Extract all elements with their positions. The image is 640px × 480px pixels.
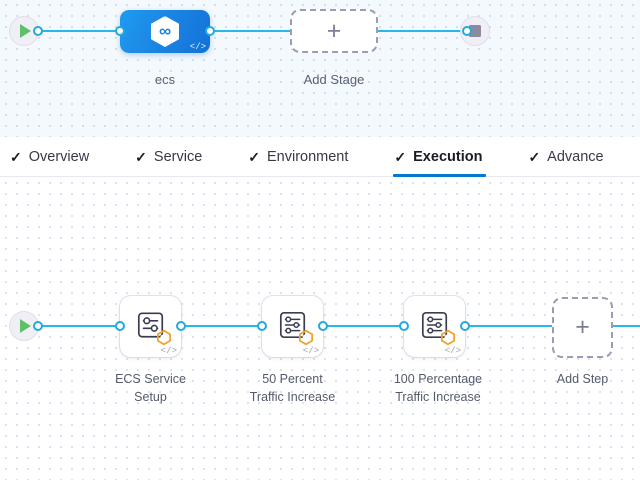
step-node-100-percentage-traffic-increase[interactable]: </>	[404, 296, 465, 357]
stage-end-input-port[interactable]	[462, 26, 472, 36]
stop-icon	[469, 25, 481, 37]
tab-label: Service	[153, 148, 203, 165]
stage-node-input-port[interactable]	[115, 26, 125, 36]
tab-label: Execution	[413, 148, 483, 165]
settings-sliders-icon	[137, 311, 163, 338]
step-link-1-to-2	[181, 325, 266, 327]
plus-icon: +	[575, 313, 590, 341]
stage-end-node[interactable]	[460, 16, 490, 46]
orange-hexagon-icon	[299, 330, 313, 345]
play-icon	[20, 319, 31, 333]
settings-sliders-icon	[279, 311, 305, 338]
add-step-button[interactable]: +	[552, 297, 613, 358]
stage-node-label: ecs	[154, 72, 176, 87]
code-tag-icon: </>	[444, 346, 461, 356]
tab-label: Environment	[267, 148, 349, 165]
code-tag-icon: </>	[302, 346, 319, 356]
hexagon-infinity-icon: ∞	[151, 16, 179, 47]
stage-node-ecs[interactable]: ∞ </>	[120, 10, 210, 53]
play-icon	[20, 24, 31, 38]
tab-label: Overview	[28, 148, 90, 165]
stage-start-output-port[interactable]	[33, 26, 43, 36]
check-icon: ✓	[528, 148, 541, 165]
stage-link-add-to-end	[376, 30, 466, 32]
step-canvas[interactable]: </> ECS Service Setup </> 50 Percent	[0, 178, 640, 480]
step-1-input-port[interactable]	[115, 321, 125, 331]
step-3-input-port[interactable]	[399, 321, 409, 331]
add-stage-button[interactable]: +	[290, 9, 378, 53]
add-step-label: Add Step	[556, 372, 609, 386]
settings-sliders-icon	[421, 311, 447, 338]
step-node-50-percent-traffic-increase[interactable]: </>	[262, 296, 323, 357]
step-node-ecs-service-setup[interactable]: </>	[120, 296, 181, 357]
tab-advanced[interactable]: ✓ Advance	[518, 137, 617, 177]
step-link-start-to-1	[38, 325, 124, 327]
tab-overview[interactable]: ✓ Overview	[0, 137, 103, 177]
check-icon: ✓	[10, 148, 22, 165]
step-link-3-to-add	[465, 325, 553, 327]
orange-hexagon-icon	[157, 330, 171, 345]
plus-icon: +	[326, 16, 342, 45]
stage-canvas[interactable]: ∞ </> ecs + Add Stage	[0, 0, 640, 137]
step-node-label: 50 Percent Traffic Increase	[249, 372, 336, 404]
infinity-glyph: ∞	[158, 21, 172, 40]
check-icon: ✓	[394, 148, 407, 165]
tab-service[interactable]: ✓ Service	[125, 137, 216, 177]
check-icon: ✓	[135, 148, 147, 165]
stage-node-output-port[interactable]	[205, 26, 215, 36]
step-2-input-port[interactable]	[257, 321, 267, 331]
step-node-label: ECS Service Setup	[115, 372, 186, 404]
step-2-output-port[interactable]	[318, 321, 328, 331]
step-1-output-port[interactable]	[176, 321, 186, 331]
add-stage-label: Add Stage	[303, 72, 365, 87]
code-tag-icon: </>	[189, 42, 206, 52]
step-link-2-to-3	[323, 325, 408, 327]
tab-execution[interactable]: ✓ Execution	[384, 137, 496, 177]
step-start-output-port[interactable]	[33, 321, 43, 331]
step-3-output-port[interactable]	[460, 321, 470, 331]
step-node-label: 100 Percentage Traffic Increase	[393, 372, 483, 404]
section-tab-bar[interactable]: ✓ Overview ✓ Service ✓ Environment ✓ Exe…	[0, 137, 640, 177]
orange-hexagon-icon	[441, 330, 455, 345]
step-link-add-to-right	[612, 325, 640, 327]
code-tag-icon: </>	[160, 346, 177, 356]
stage-link-start-to-ecs	[38, 30, 124, 32]
stage-link-ecs-to-add	[208, 30, 294, 32]
tab-label: Advance	[547, 148, 604, 165]
check-icon: ✓	[248, 148, 260, 165]
tab-environment[interactable]: ✓ Environment	[238, 137, 362, 177]
